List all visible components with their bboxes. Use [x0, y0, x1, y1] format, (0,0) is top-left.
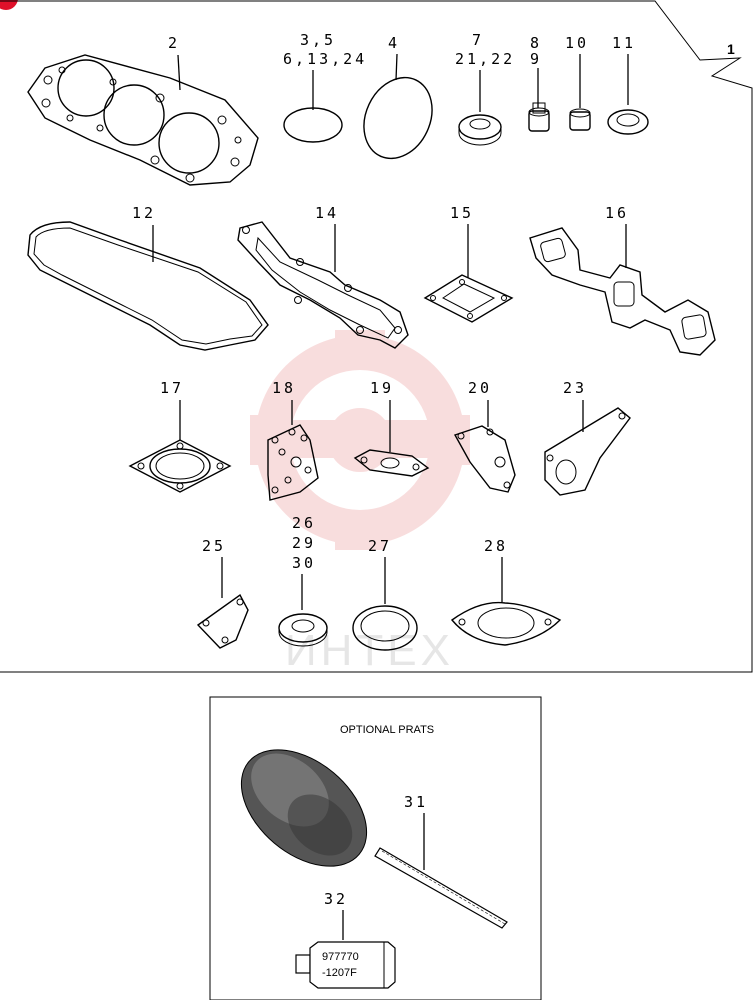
bushing-10: [569, 108, 591, 131]
water-pump-gasket-18: [267, 424, 319, 501]
watermark-text: ИНТЕХ: [285, 626, 454, 675]
label-25: 25: [202, 537, 226, 555]
washer-11: [607, 109, 649, 135]
label-3-5: 3,5: [300, 31, 336, 49]
label-29: 29: [292, 534, 316, 552]
o-ring-large: [363, 76, 433, 160]
label-2: 2: [168, 34, 180, 52]
label-27: 27: [368, 537, 392, 555]
label-19: 19: [370, 379, 394, 397]
washer-7: [458, 114, 502, 146]
label-4: 4: [388, 34, 400, 52]
cover-gasket-20: [453, 425, 516, 493]
label-23: 23: [563, 379, 587, 397]
corner-badge: [0, 0, 18, 10]
label-28: 28: [484, 537, 508, 555]
valve-stem-seal: [528, 102, 550, 132]
exhaust-flange-gasket-17: [128, 439, 232, 493]
label-31: 31: [404, 793, 428, 811]
intake-manifold-gasket: [237, 221, 409, 349]
label-32: 32: [324, 890, 348, 908]
flange-gasket-15: [423, 274, 514, 323]
main-frame: [0, 0, 753, 673]
tube-text-line1: 977770: [322, 951, 359, 963]
label-20: 20: [468, 379, 492, 397]
sealant-tube: 977770 -1207F: [295, 941, 396, 989]
optional-parts-title: OPTIONAL PRATS: [340, 724, 434, 736]
head-gasket: [27, 54, 259, 186]
label-8: 8: [530, 34, 542, 52]
label-10: 10: [565, 34, 589, 52]
bracket-gasket-23: [544, 407, 631, 496]
label-30: 30: [292, 554, 316, 572]
label-15: 15: [450, 204, 474, 222]
label-12: 12: [132, 204, 156, 222]
exhaust-manifold-gasket: [529, 227, 716, 356]
washer-26: [278, 613, 328, 647]
label-6-13-24: 6,13,24: [283, 50, 367, 68]
label-18: 18: [272, 379, 296, 397]
thermostat-gasket-25: [196, 593, 249, 649]
label-21-22: 21,22: [455, 50, 515, 68]
tube-text-line2: -1207F: [322, 967, 357, 979]
label-14: 14: [315, 204, 339, 222]
label-7: 7: [472, 31, 484, 49]
ring-gasket-27: [352, 605, 418, 651]
cylinder-hone-brush: [240, 749, 508, 929]
label-17: 17: [160, 379, 184, 397]
outlet-gasket-19: [353, 449, 430, 477]
optional-parts-box: [209, 696, 542, 1000]
label-11: 11: [612, 34, 636, 52]
watermark-logo: [250, 330, 470, 550]
rocker-cover-gasket: [27, 221, 269, 351]
label-16: 16: [605, 204, 629, 222]
flange-gasket-28: [450, 601, 562, 646]
label-9: 9: [530, 50, 542, 68]
callout-main-number: 1: [727, 41, 735, 57]
o-ring-small: [283, 107, 343, 143]
label-26: 26: [292, 514, 316, 532]
